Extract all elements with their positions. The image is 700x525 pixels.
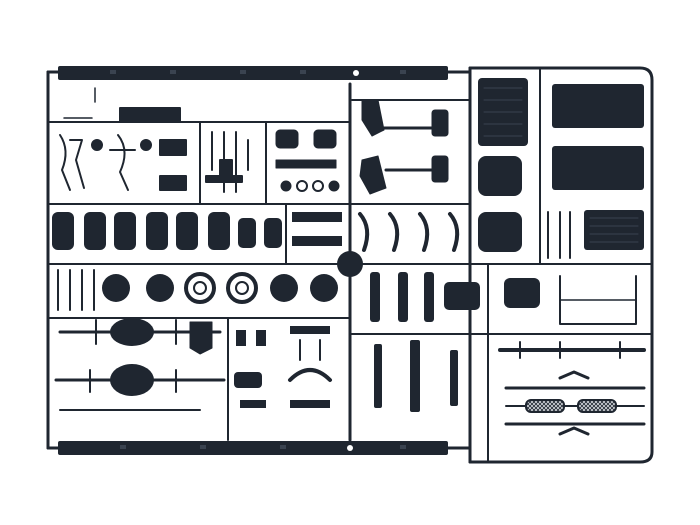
mesh-grilles	[505, 399, 645, 413]
shock-absorbers	[234, 326, 332, 408]
spring-hangers	[358, 212, 460, 252]
mirror-arms	[547, 211, 637, 325]
small-levers	[205, 131, 249, 193]
tank-fittings	[275, 129, 340, 192]
front-axle	[58, 318, 222, 355]
bumper-bars	[498, 341, 646, 436]
steering-arms	[359, 99, 449, 195]
top-runner	[58, 66, 448, 80]
leaf-springs	[370, 272, 480, 322]
cab-panels	[478, 78, 644, 308]
rear-axle	[54, 364, 226, 411]
suspension-brackets	[59, 87, 187, 191]
frame-crossmembers	[374, 340, 458, 412]
bottom-runner	[58, 441, 448, 455]
air-tanks	[52, 212, 282, 250]
chain-links	[57, 269, 95, 311]
fuel-tank-straps	[292, 212, 342, 246]
brake-drums	[102, 251, 363, 304]
grille-detail	[483, 87, 639, 243]
